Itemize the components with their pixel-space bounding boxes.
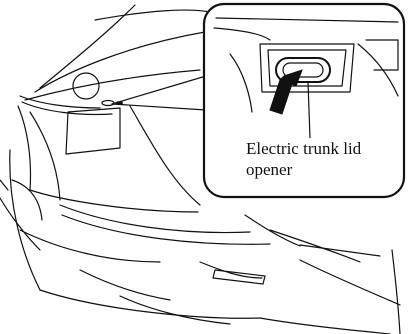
trunk-lid-top-edge <box>35 32 205 92</box>
callout-leader-top <box>112 76 206 104</box>
callout-label-line-2: opener <box>246 159 406 180</box>
roof-line <box>95 10 210 20</box>
callout-label: Electric trunk lid opener <box>246 138 406 180</box>
rear-window-edge <box>40 5 135 88</box>
callout-leader-bottom <box>112 104 206 110</box>
callout-label-line-1: Electric trunk lid <box>246 138 406 159</box>
